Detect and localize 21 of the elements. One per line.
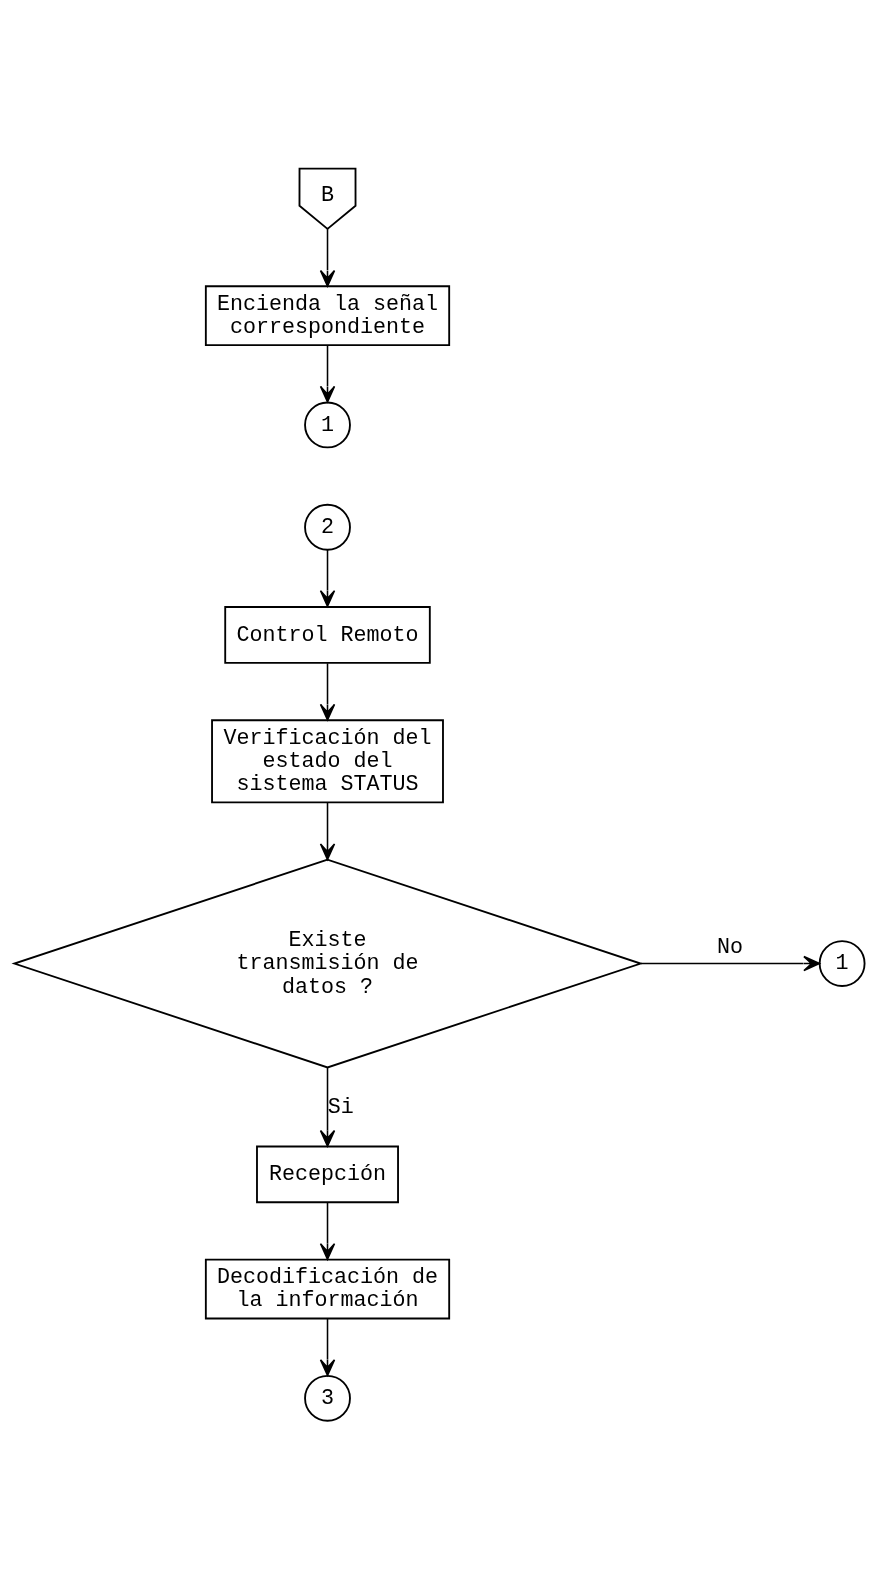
arrow: [319, 228, 336, 287]
arrow: [319, 662, 336, 721]
node-box: Encienda la señal correspondiente: [204, 285, 451, 347]
node-box: Decodificación de la información: [204, 1258, 451, 1320]
node-circle: 2: [304, 503, 351, 551]
node-box: Recepción: [256, 1145, 399, 1204]
arrow: [319, 344, 336, 403]
node-circle: 1: [818, 940, 866, 987]
arrow: [319, 1066, 336, 1147]
arrow: [319, 801, 336, 861]
node-box: Control Remoto: [224, 606, 431, 664]
arrow: [319, 1318, 336, 1377]
node-circle: 1: [304, 401, 351, 449]
arrow: [319, 1201, 336, 1261]
edge-label: Si: [327, 1094, 354, 1120]
edge-label: No: [717, 935, 744, 961]
arrow: [640, 955, 821, 972]
node-box: Verificación del estado del sistema STATUS: [211, 719, 444, 804]
node-diamond: Existe transmisión de datos ?: [11, 858, 644, 1069]
node-circle: 3: [304, 1374, 351, 1422]
arrow: [319, 549, 336, 608]
